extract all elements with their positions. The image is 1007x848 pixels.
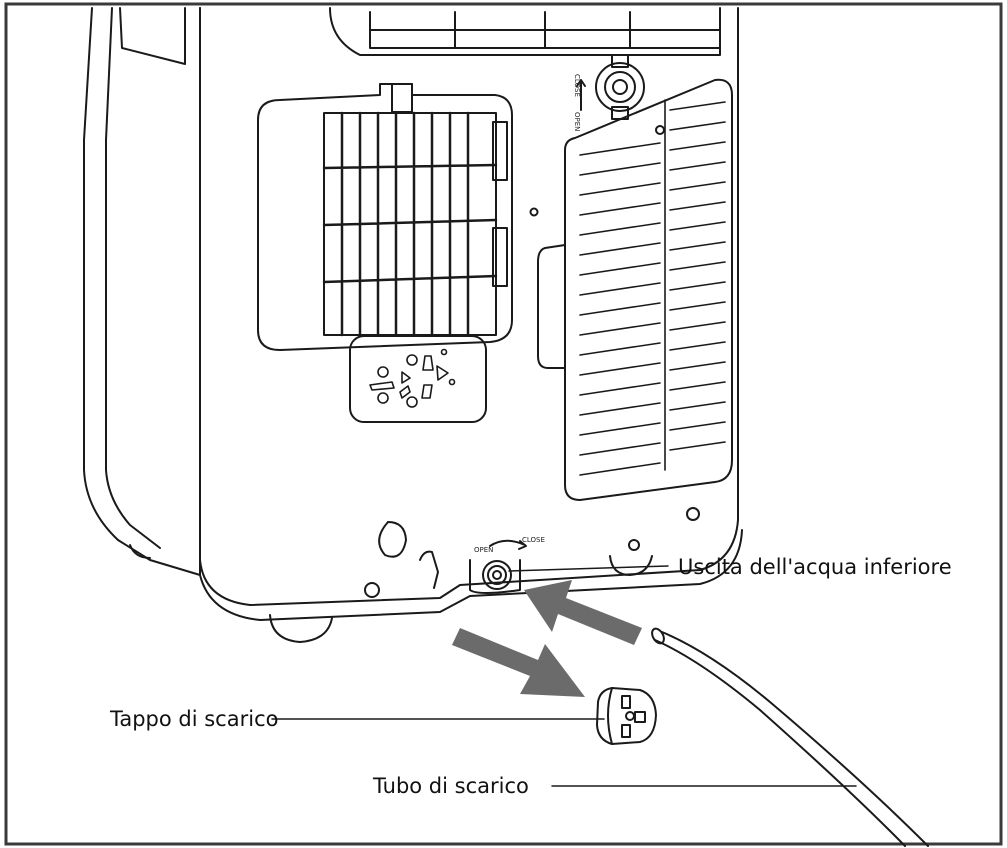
screw-hole-1 — [529, 207, 539, 217]
exhaust-grille-frame — [564, 78, 733, 501]
power-cord-port — [378, 521, 407, 558]
wheel-back-left — [129, 544, 151, 559]
drain-hose-edge — [661, 631, 929, 847]
unit-back-panel — [199, 7, 739, 606]
valve-top-open-text: OPEN — [573, 112, 581, 131]
leader-outlet — [508, 565, 669, 572]
base-notch — [419, 550, 439, 589]
arrow-to-plug — [452, 628, 585, 697]
drain-hose-end — [651, 627, 665, 645]
outer-border — [4, 2, 1003, 846]
top-grille-slats — [369, 11, 721, 49]
label-drain-plug: Tappo di scarico — [110, 707, 279, 731]
drain-hose — [654, 639, 906, 847]
wheel-left — [269, 614, 333, 643]
filter-grid-lines — [322, 111, 498, 337]
screw-hole-3 — [686, 507, 700, 521]
filter-tab — [391, 83, 413, 113]
handle-recess — [119, 7, 186, 65]
base-screw-left — [364, 582, 380, 598]
drain-plug — [596, 687, 657, 745]
wheel-right — [609, 555, 653, 576]
symbol-plate — [349, 335, 487, 423]
top-grille-housing — [329, 7, 721, 56]
top-drain-valve — [576, 54, 645, 120]
valve-bottom-open-text: OPEN — [474, 546, 493, 554]
label-bottom-water-outlet: Uscita dell'acqua inferiore — [678, 555, 952, 579]
exhaust-grille-slats — [579, 99, 726, 476]
arrow-to-outlet — [524, 580, 642, 645]
filter-clip-bottom — [492, 227, 508, 287]
unit-side-panel — [83, 7, 201, 576]
warning-symbols — [369, 348, 456, 408]
filter-frame — [257, 83, 513, 351]
valve-bottom-close-text: CLOSE — [522, 536, 545, 544]
exhaust-side-bump — [537, 244, 566, 369]
valve-top-close-text: CLOSE — [573, 74, 581, 97]
base-screw-right — [628, 539, 640, 551]
screw-hole-2 — [655, 125, 665, 135]
unit-side-panel-inner — [105, 7, 161, 549]
filter-clip-top — [492, 121, 508, 181]
unit-base — [199, 529, 743, 621]
label-drain-hose: Tubo di scarico — [373, 774, 529, 798]
bottom-water-outlet — [469, 539, 527, 594]
